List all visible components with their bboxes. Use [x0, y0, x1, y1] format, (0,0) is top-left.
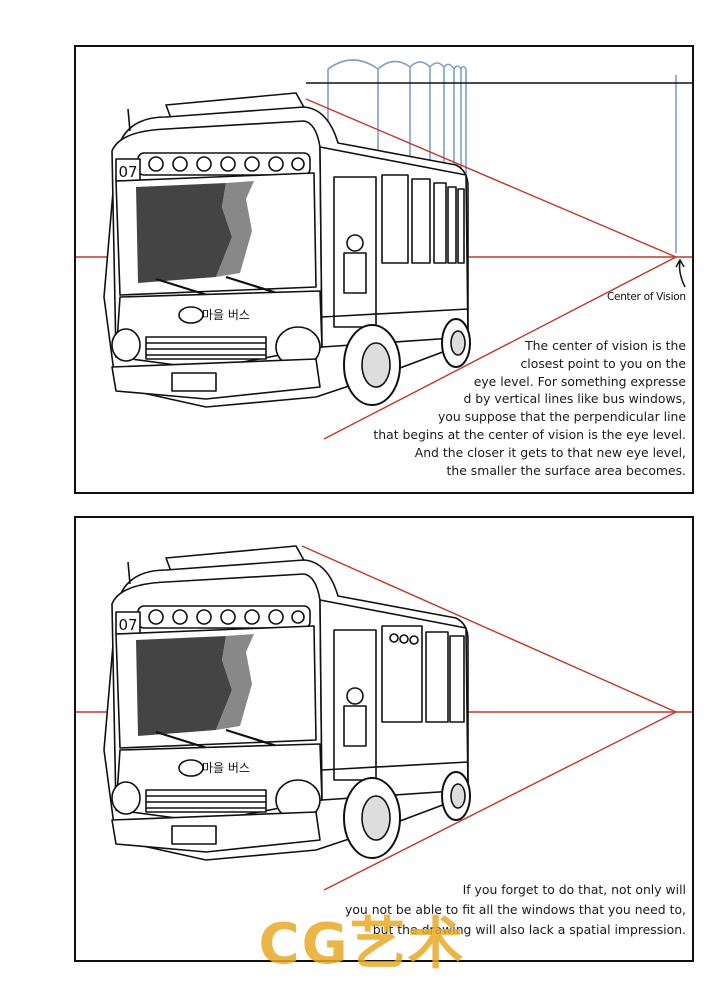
route-number: 07 [118, 616, 137, 634]
panel-bottom: 07 마을 버스 If you forget to do that, not o… [74, 516, 694, 962]
caption-bottom: If you forget to do that, not only will … [345, 880, 686, 940]
caption-line: but the drawing will also lack a spatial… [372, 922, 686, 937]
caption-line: If you forget to do that, not only will [462, 882, 686, 897]
caption-line: you suppose that the perpendicular line [437, 409, 686, 425]
center-of-vision-label: Center of Vision [607, 291, 686, 303]
caption-line: you not be able to fit all the windows t… [345, 902, 686, 917]
bus-drawing [103, 92, 471, 408]
bus-illustration-top: 07 마을 버스 [76, 59, 692, 440]
bus-sign: 마을 버스 [202, 308, 250, 322]
caption-top: The center of vision is the closest poin… [373, 337, 686, 479]
caption-line: the smaller the surface area becomes. [446, 462, 686, 478]
bus-drawing [103, 545, 471, 861]
panel-top: 07 마을 버스 Center of Vision The center of … [74, 45, 694, 494]
caption-line: And the closer it gets to that new eye l… [414, 444, 686, 460]
caption-line: d by vertical lines like bus windows, [463, 391, 686, 407]
caption-line: that begins at the center of vision is t… [373, 426, 686, 442]
route-number: 07 [118, 163, 137, 181]
caption-line: The center of vision is the [525, 338, 686, 353]
caption-line: closest point to you on the [520, 355, 687, 371]
bus-sign: 마을 버스 [202, 761, 250, 775]
caption-line: eye level. For something expresse [473, 373, 686, 389]
center-of-vision-arrow [675, 258, 686, 288]
bus-illustration-bottom: 07 마을 버스 [76, 545, 692, 891]
